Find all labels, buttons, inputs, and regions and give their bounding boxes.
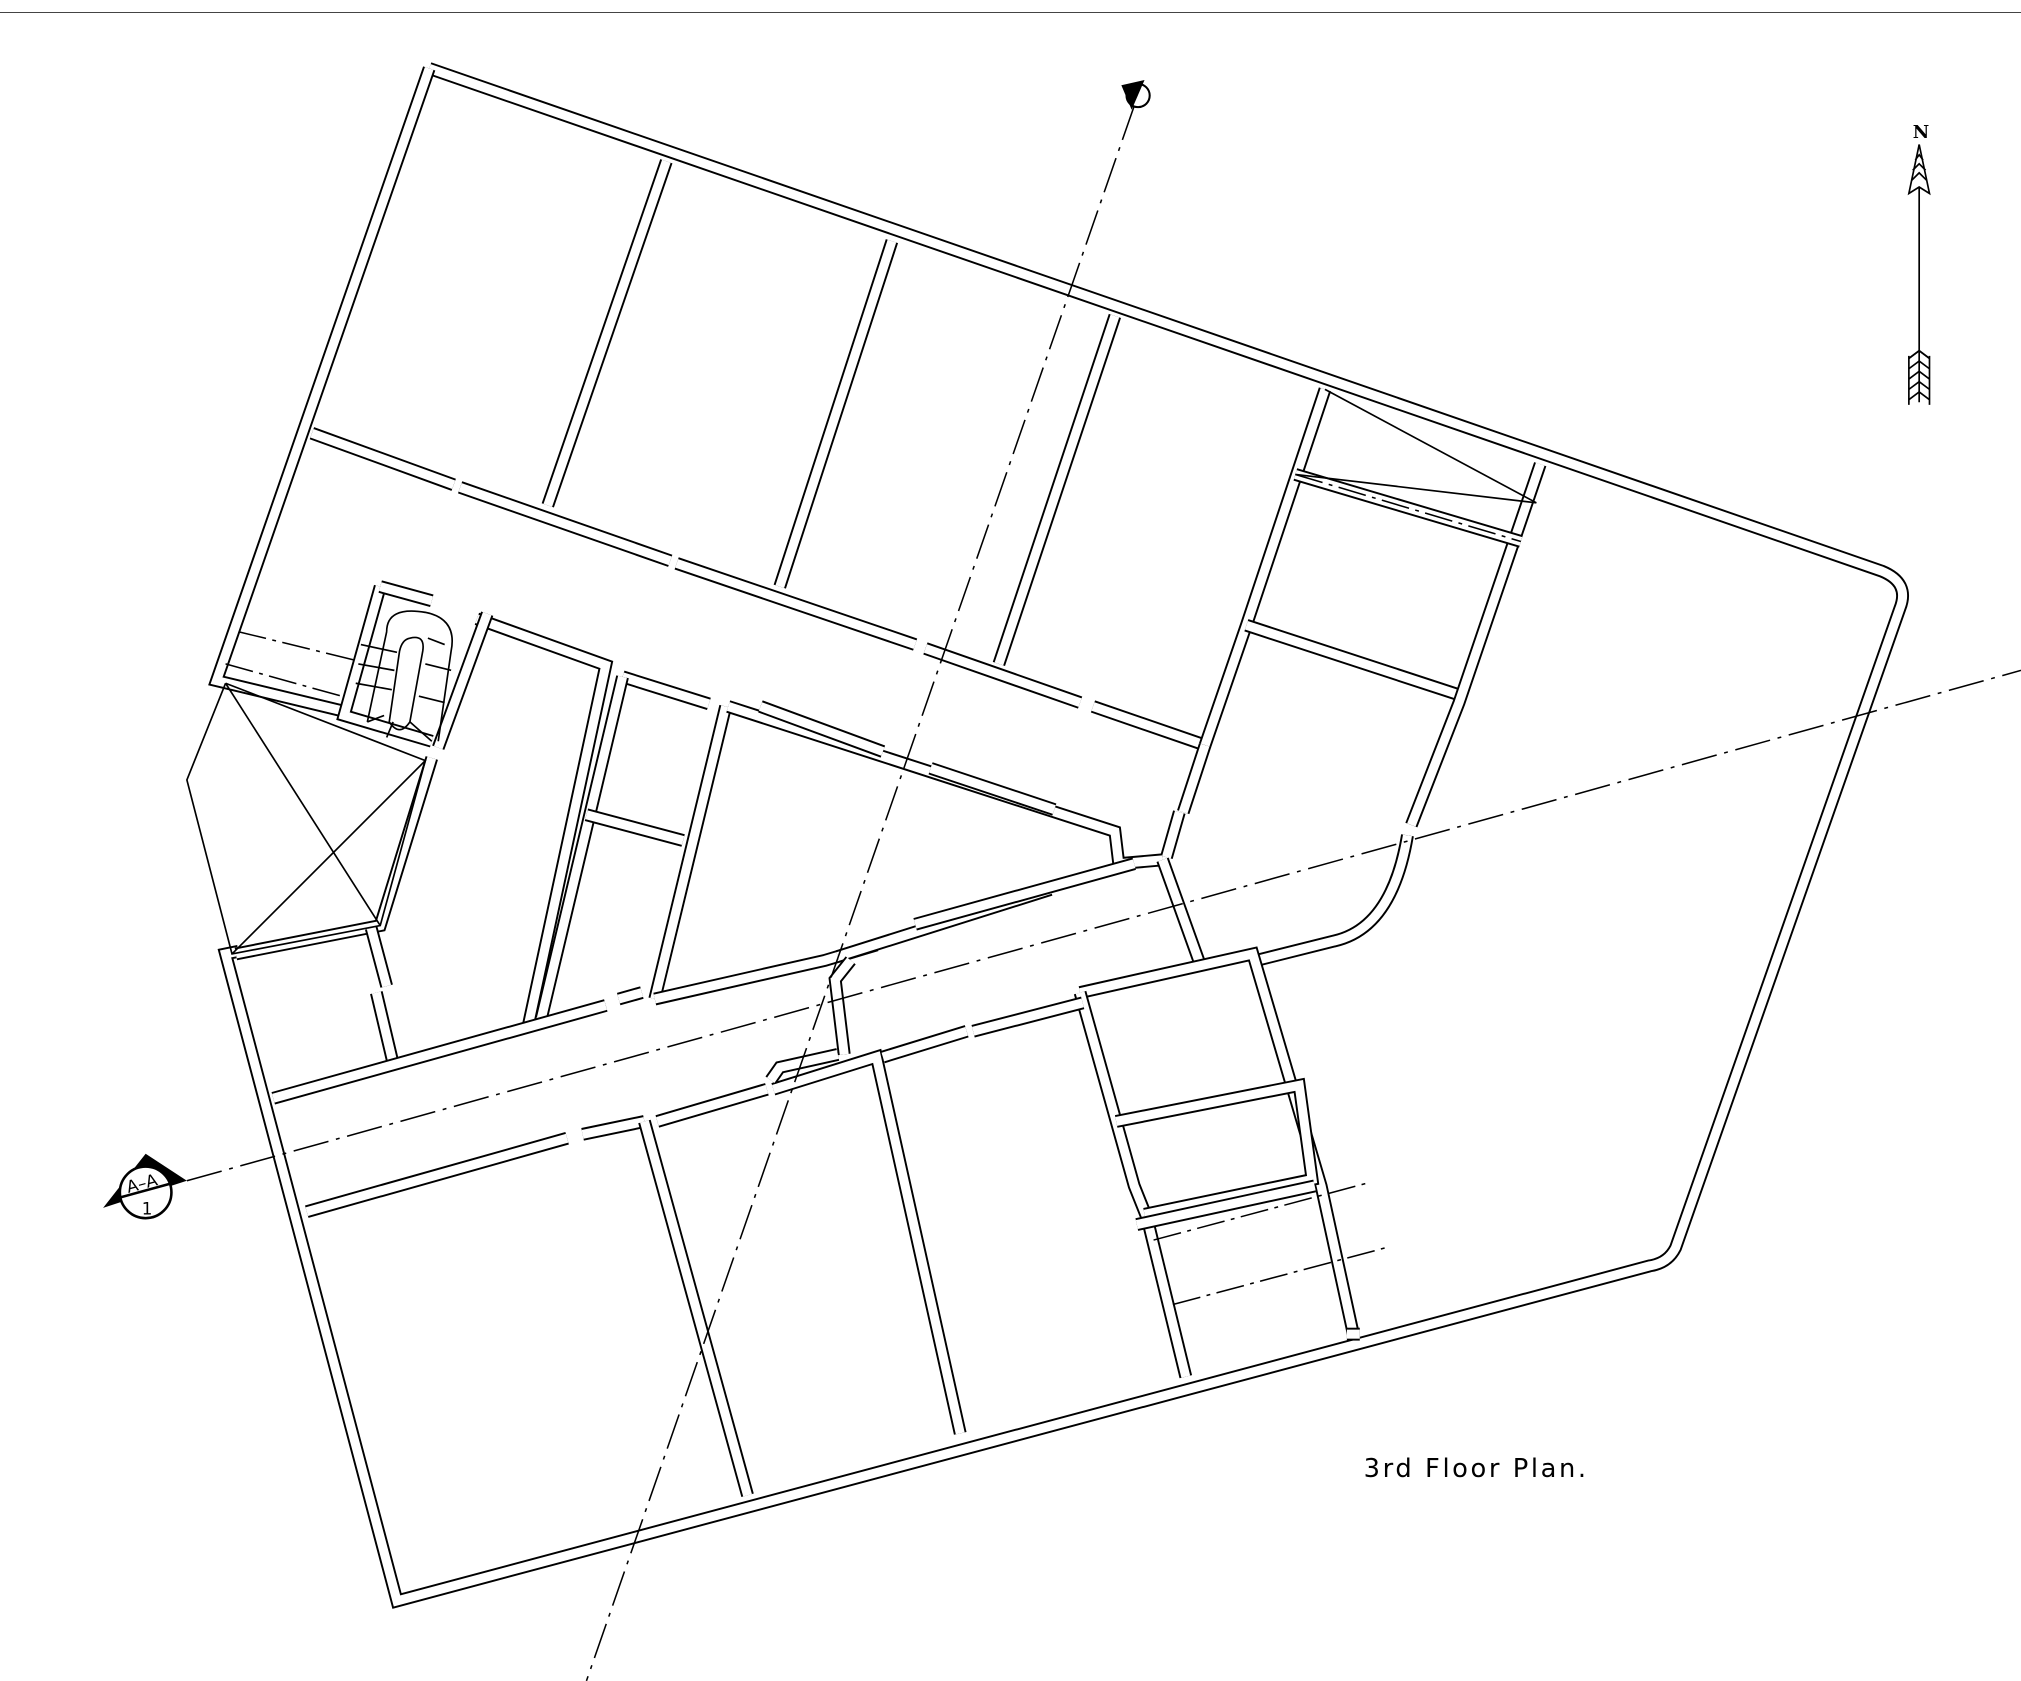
wall-segment: [1135, 1181, 1316, 1230]
wall-segment: [219, 64, 1908, 1607]
wall-segment: [617, 988, 644, 1004]
drawing-title: 3rd Floor Plan.: [1364, 1454, 1589, 1484]
wall-segment: [758, 702, 885, 756]
walls: [208, 62, 1910, 1609]
wall-segment: [881, 1026, 969, 1062]
wall-segment: [338, 585, 434, 746]
wall-segment: [726, 702, 1163, 869]
wall-segment: [371, 991, 398, 1065]
wall-segment: [1142, 1217, 1191, 1378]
wall-segment: [379, 582, 433, 606]
wall-segment: [310, 428, 456, 490]
wall-segment: [1244, 620, 1465, 701]
wall-segment: [830, 957, 855, 1055]
wall-segment: [771, 1051, 965, 1435]
wall-segment: [366, 926, 392, 988]
hidden-lines: [225, 473, 1522, 1306]
wall-segment: [775, 239, 897, 588]
wall-segment: [1091, 702, 1207, 750]
wall-segment: [767, 1050, 839, 1083]
wall-segment: [971, 998, 1084, 1036]
section-marker-a: A–A 1: [103, 1153, 187, 1220]
wall-segment: [929, 764, 1056, 814]
wall-segment: [433, 612, 492, 750]
wall-segment: [913, 859, 1136, 929]
wall-segment: [458, 483, 672, 566]
wall-segment: [536, 675, 627, 1020]
wall-segment: [585, 810, 685, 845]
wall-segment: [1255, 834, 1412, 965]
section-line-b: [585, 105, 1135, 1681]
wall-segment: [1200, 387, 1330, 747]
wall-segment: [305, 1133, 569, 1217]
wall-segment: [1115, 1080, 1318, 1219]
north-arrow-icon: [1907, 144, 1931, 405]
section-line-a: [186, 669, 2021, 1182]
wall-segment: [621, 672, 711, 709]
wall-segment: [1075, 991, 1152, 1220]
wall-segment: [650, 705, 731, 1001]
section-marker-sheet: 1: [142, 1198, 153, 1218]
wall-segment: [217, 62, 1910, 1609]
wall-segment: [272, 1001, 607, 1103]
wall-segment: [1178, 743, 1210, 814]
sheet-border-line: [0, 12, 2021, 13]
north-label: N: [1913, 122, 1929, 143]
wall-segment: [994, 314, 1120, 666]
staircase: [355, 610, 453, 742]
wall-segment: [656, 1084, 769, 1126]
wall-segment: [543, 159, 671, 507]
wall-segment: [640, 1120, 752, 1497]
wall-segment: [923, 644, 1082, 707]
void-crosses: [186, 388, 1537, 955]
wall-segment: [1158, 858, 1203, 962]
wall-segment: [675, 559, 917, 649]
wall-segment: [1162, 810, 1184, 859]
wall-segment: [475, 614, 612, 1026]
wall-segment: [210, 66, 434, 716]
section-marker-icon: [1121, 80, 1151, 110]
wall-segment: [234, 756, 437, 959]
wall-segment: [771, 1048, 967, 1435]
wall-segment: [581, 1117, 646, 1139]
